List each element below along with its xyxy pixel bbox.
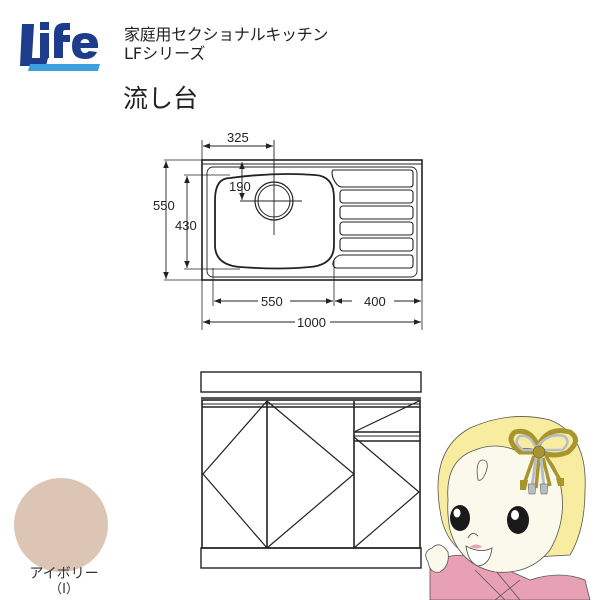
mascot-mouth (465, 544, 493, 567)
sink-plan-diagram: 325 190 550 430 550 400 1000 (153, 130, 423, 330)
life-logo (20, 22, 100, 71)
drainboard-ribs (331, 169, 414, 269)
countertop (200, 371, 422, 399)
series-category-label: 家庭用セクショナルキッチン (124, 25, 329, 44)
hair-ornament-icon (508, 428, 578, 495)
mascot-eye-left (450, 505, 470, 531)
dim-total-width: 1000 (297, 315, 326, 330)
left-door[interactable] (202, 400, 268, 549)
mascot-eye-right (507, 506, 529, 534)
dim-drain-y: 190 (229, 179, 251, 194)
mascot-character (425, 416, 591, 600)
dim-bowl-width: 550 (261, 294, 283, 309)
right-top-drawer[interactable] (353, 400, 420, 442)
series-name-label: LFシリーズ (124, 44, 206, 63)
cabinet-body (201, 399, 421, 549)
right-door[interactable] (353, 436, 420, 549)
dimension-arrows (163, 143, 421, 325)
cabinet-front-diagram (200, 371, 422, 569)
dim-bowl-depth: 430 (175, 218, 197, 233)
mascot-nose (467, 533, 479, 539)
dimension-labels: 325 190 550 430 550 400 1000 (153, 130, 386, 330)
page-title: 流し台 (123, 84, 199, 113)
extension-lines (164, 140, 423, 330)
dim-drainboard-width: 400 (364, 294, 386, 309)
center-door[interactable] (266, 400, 355, 549)
color-swatch-code: （I） (49, 582, 79, 597)
drain-icon (240, 140, 302, 235)
color-swatch-name: アイボリー (29, 566, 99, 582)
toe-kick (200, 547, 422, 569)
dim-total-depth: 550 (153, 198, 175, 213)
color-swatch-ivory[interactable] (14, 478, 108, 572)
logo-letters (20, 22, 99, 66)
mascot-kimono (425, 544, 591, 600)
logo-accent-bar (28, 64, 100, 71)
dim-drain-x: 325 (227, 130, 249, 145)
sink-bowl (214, 173, 335, 270)
